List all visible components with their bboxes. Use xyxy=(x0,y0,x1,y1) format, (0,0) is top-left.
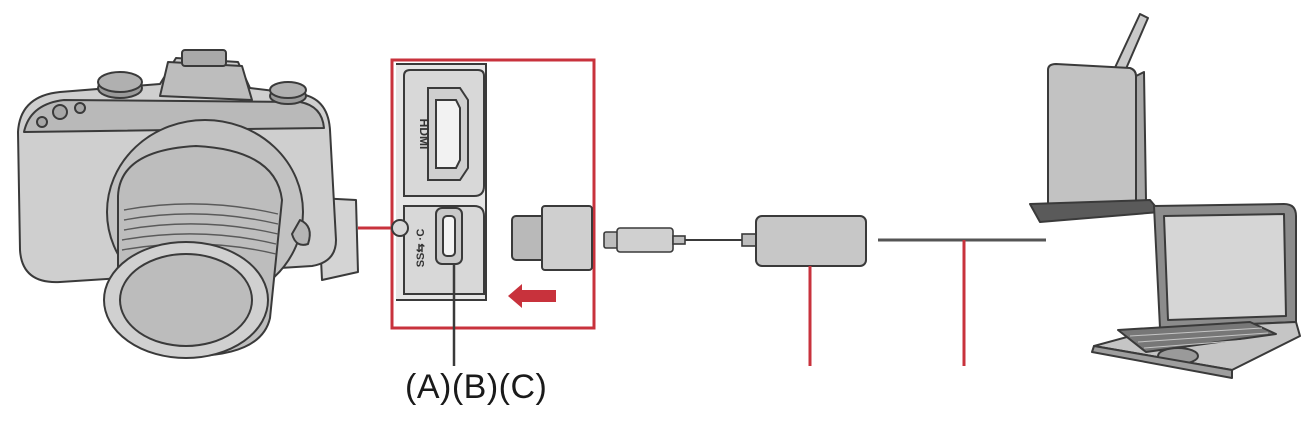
callout-label: (A)(B)(C) xyxy=(405,368,548,406)
hdmi-port-label: HDMI xyxy=(417,119,431,150)
hdmi-port-icon xyxy=(427,87,469,181)
usb-c-plug-icon xyxy=(511,205,593,271)
usb-adapter-icon xyxy=(755,215,867,267)
laptop-icon xyxy=(1091,203,1301,379)
usb-c-port-icon xyxy=(435,207,463,265)
panel-screw xyxy=(391,219,409,237)
insert-arrow-icon xyxy=(508,284,556,308)
cable-boot xyxy=(741,233,757,247)
cable-plug-icon xyxy=(603,227,686,253)
usb-port-label: SS⇆ ·C xyxy=(415,229,427,268)
wireless-router-icon xyxy=(1029,13,1161,223)
camera-icon xyxy=(17,49,359,359)
